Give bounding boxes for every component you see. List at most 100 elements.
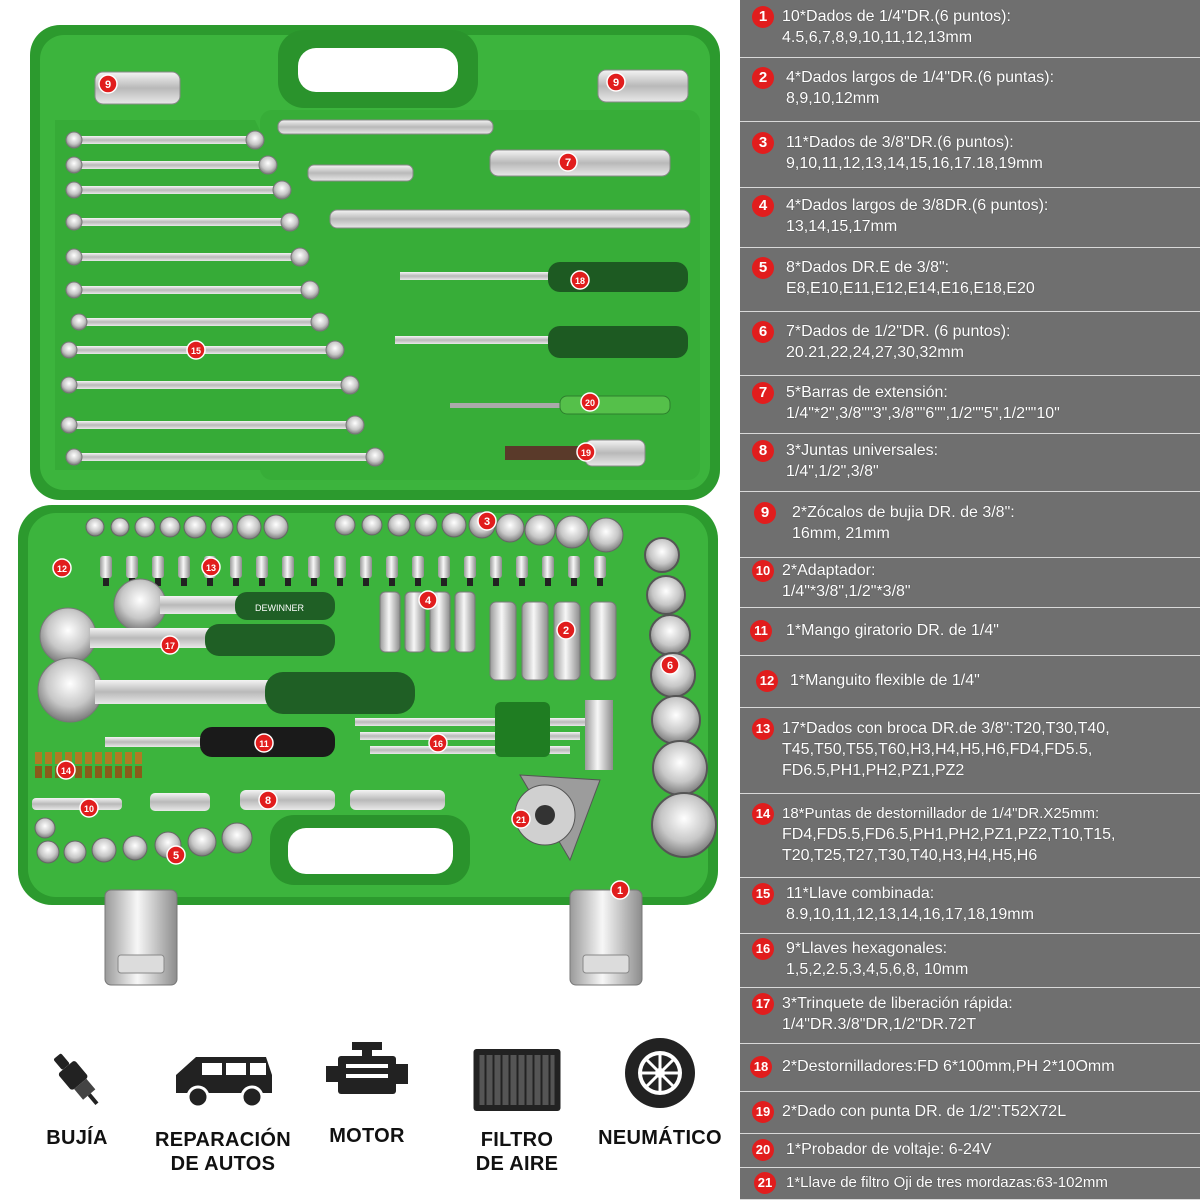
socket xyxy=(361,514,383,536)
wrench-end xyxy=(365,447,385,467)
half-inch-sockets xyxy=(644,537,717,858)
item-number-badge: 3 xyxy=(752,132,774,154)
item-number-badge: 16 xyxy=(752,938,774,960)
marker-15: 15 xyxy=(186,340,206,360)
use-label: DE AUTOS xyxy=(170,1153,276,1175)
bit-tip xyxy=(519,578,525,586)
small-socket xyxy=(187,827,217,857)
marker-label: 15 xyxy=(191,346,201,356)
use-spark-plug: BUJÍA xyxy=(2,1030,152,1200)
bit-tip xyxy=(441,578,447,586)
spec-title: 1*Manguito flexible de 1/4" xyxy=(790,672,980,689)
bit-tip xyxy=(415,578,421,586)
marker-label: 7 xyxy=(565,157,571,169)
tool-case-photo: DEWINNER xyxy=(18,25,720,986)
bit-socket xyxy=(438,556,450,578)
wrench-end xyxy=(280,212,300,232)
small-socket xyxy=(36,840,60,864)
spec-title: 17*Dados con broca DR.de 3/8":T20,T30,T4… xyxy=(782,720,1110,737)
spec-detail: 1,5,2,2.5,3,4,5,6,8, 10mm xyxy=(786,961,969,978)
combination-wrench-set xyxy=(60,130,385,467)
marker-badge xyxy=(610,880,630,900)
wrench-end xyxy=(60,341,78,359)
deep-socket-short xyxy=(454,591,476,653)
bit-tip xyxy=(259,578,265,586)
marker-badge xyxy=(606,72,626,92)
use-air-filter: FILTRO DE AIRE xyxy=(442,1030,592,1200)
marker-label: 5 xyxy=(173,850,179,862)
item-number-badge: 15 xyxy=(752,883,774,905)
wrench-end xyxy=(65,248,83,266)
bit-socket xyxy=(542,556,554,578)
bit xyxy=(45,752,52,764)
socket xyxy=(134,516,156,538)
marker-18: 18 xyxy=(570,270,590,290)
marker-badge xyxy=(52,558,72,578)
deep-sockets xyxy=(379,591,617,681)
large-socket xyxy=(652,740,708,796)
marker-5: 5 xyxy=(166,845,186,865)
marker-badge xyxy=(660,655,680,675)
marker-badge xyxy=(186,340,206,360)
bit-socket xyxy=(412,556,424,578)
wrench-end xyxy=(340,375,360,395)
marker-badge xyxy=(576,442,596,462)
deep-socket-short xyxy=(429,591,451,653)
marker-label: 2 xyxy=(563,625,569,637)
bit-tip xyxy=(363,578,369,586)
spec-detail: 1/4"DR.3/8"DR,1/2"DR.72T xyxy=(782,1016,976,1033)
bit-socket xyxy=(152,556,164,578)
applications-row: BUJÍA REPARACIÓN DE AUTOS MOTOR xyxy=(0,1030,740,1200)
bit-tip xyxy=(389,578,395,586)
bit-tip xyxy=(285,578,291,586)
use-label: BUJÍA xyxy=(46,1127,108,1149)
wrench xyxy=(75,318,320,326)
spec-detail: FD6.5,PH1,PH2,PZ1,PZ2 xyxy=(782,762,965,779)
bit-tip xyxy=(493,578,499,586)
spec-title: 2*Zócalos de bujia DR. de 3/8": xyxy=(792,504,1015,521)
marker-6: 6 xyxy=(660,655,680,675)
spec-detail: 9,10,11,12,13,14,15,16,17.18,19mm xyxy=(786,155,1043,172)
bit xyxy=(125,766,132,778)
marker-label: 11 xyxy=(259,739,269,749)
bit-tip xyxy=(155,578,161,586)
bit xyxy=(75,766,82,778)
wrench-end xyxy=(325,340,345,360)
spec-detail: 1/4"*2",3/8""3",3/8""6"",1/2""5",1/2""10… xyxy=(786,405,1060,422)
wrench xyxy=(70,218,290,226)
bit xyxy=(115,752,122,764)
spec-title: 1*Mango giratorio DR. de 1/4" xyxy=(786,622,999,639)
marker-label: 19 xyxy=(581,448,591,458)
use-car-repair: REPARACIÓN DE AUTOS xyxy=(148,1030,298,1200)
bit xyxy=(105,752,112,764)
marker-label: 13 xyxy=(206,563,216,573)
socket xyxy=(387,513,411,537)
bit xyxy=(45,766,52,778)
wrench-end xyxy=(300,280,320,300)
bit-tip xyxy=(545,578,551,586)
item-number-badge: 2 xyxy=(752,67,774,89)
wrench-end xyxy=(65,156,83,174)
wrench-end xyxy=(70,313,88,331)
marker-badge xyxy=(556,620,576,640)
wrench xyxy=(70,253,300,261)
bit-tip xyxy=(467,578,473,586)
car-icon xyxy=(176,1057,272,1109)
e-torx-sockets xyxy=(34,817,253,864)
small-socket xyxy=(122,835,148,861)
spec-detail: 1/4"*3/8",1/2"*3/8" xyxy=(782,583,911,600)
spec-title: 8*Dados DR.E de 3/8": xyxy=(786,259,950,276)
small-socket xyxy=(91,837,117,863)
large-socket xyxy=(644,537,680,573)
spec-detail: T20,T25,T27,T30,T40,H3,H4,H5,H6 xyxy=(782,847,1038,864)
spec-detail: 8,9,10,12mm xyxy=(786,90,880,107)
bit-socket xyxy=(282,556,294,578)
marker-label: 3 xyxy=(484,516,490,528)
spec-item-9: 9 2*Zócalos de bujia DR. de 3/8":16mm, 2… xyxy=(740,492,1200,558)
bit-socket xyxy=(386,556,398,578)
